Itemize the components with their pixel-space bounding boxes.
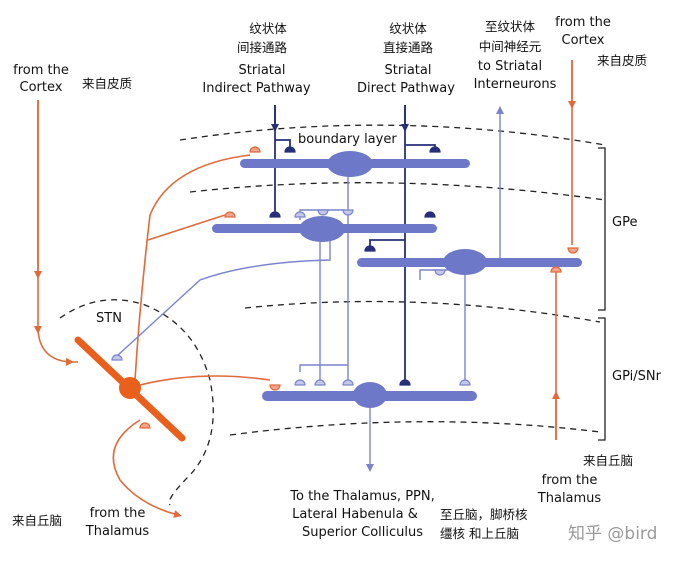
cortex-right-cn: 来自皮质 [597,53,648,68]
cortex-left-en-1: from the [13,63,69,78]
cortex-left-en-2: Cortex [19,80,63,95]
indirect-pathway-en-2: Indirect Pathway [202,81,311,96]
orange-afferents [33,60,576,518]
output-cn-1: 至丘脑，脚桥核 [440,507,528,522]
boundary-layer-label: boundary layer [298,132,397,147]
boundary-curve-2 [189,182,606,201]
gpi-neuron [262,382,477,408]
gpe-label: GPe [612,215,638,230]
interneurons-cn-2: 中间神经元 [478,39,542,54]
interneurons-en-2: Interneurons [473,77,557,92]
cortex-right-en-1: from the [555,15,611,30]
gpi-bracket [598,317,606,441]
cortex-left-cn: 来自皮质 [82,76,133,91]
stn-boundary [59,299,214,506]
direct-pathway-cn-1: 纹状体 [389,21,427,36]
output-cn-2: 缰核 和上丘脑 [440,526,519,541]
thalamus-right-en-1: from the [541,473,598,488]
indirect-pathway-en-1: Striatal [238,63,286,78]
region-brackets [598,147,606,441]
interneurons-cn-1: 至纹状体 [484,19,535,34]
output-en-1: To the Thalamus, PPN, [290,489,435,504]
gpe-to-stn-axon [117,230,331,356]
stn-neuron [74,336,186,442]
gpe-neuron-top [240,151,470,177]
indirect-pathway-cn-1: 纹状体 [249,21,287,36]
stn-to-gpe-axon [134,154,251,381]
gpe-neuron-middle [212,216,437,242]
interneurons-en-1: to Striatal [477,59,543,74]
direct-pathway-en-2: Direct Pathway [357,81,455,96]
thalamus-left-en-1: from the [89,506,146,521]
stn-to-gpe-branch [147,214,226,241]
thalamus-right-en-2: Thalamus [537,491,602,506]
gpe-bracket [598,147,606,311]
stn-label: STN [96,311,122,326]
direct-pathway-en-1: Striatal [384,63,432,78]
terminals [111,146,579,429]
boundary-lines [59,124,606,506]
thalamus-left-axon [112,419,182,518]
gpe-neuron-right [357,249,582,275]
boundary-curve-1 [179,124,606,146]
thalamus-left-en-2: Thalamus [85,524,150,539]
boundary-curve-4 [229,421,601,436]
output-en-2: Lateral Habenula & [292,507,418,522]
output-en-3: Superior Colliculus [301,525,423,540]
thalamus-left-cn: 来自丘脑 [12,513,63,528]
cortex-right-en-2: Cortex [561,33,605,48]
boundary-curve-3 [244,300,601,323]
cortex-left-axon [33,100,78,366]
gpi-snr-label: GPi/SNr [612,369,661,384]
stn-to-gpi-axon [139,375,271,386]
neurons [212,151,582,408]
watermark: 知乎 @bird [568,524,658,544]
thalamus-right-cn: 来自丘脑 [583,453,634,468]
direct-pathway-cn-2: 直接通路 [382,40,433,55]
indirect-pathway-cn-2: 间接通路 [236,40,287,55]
